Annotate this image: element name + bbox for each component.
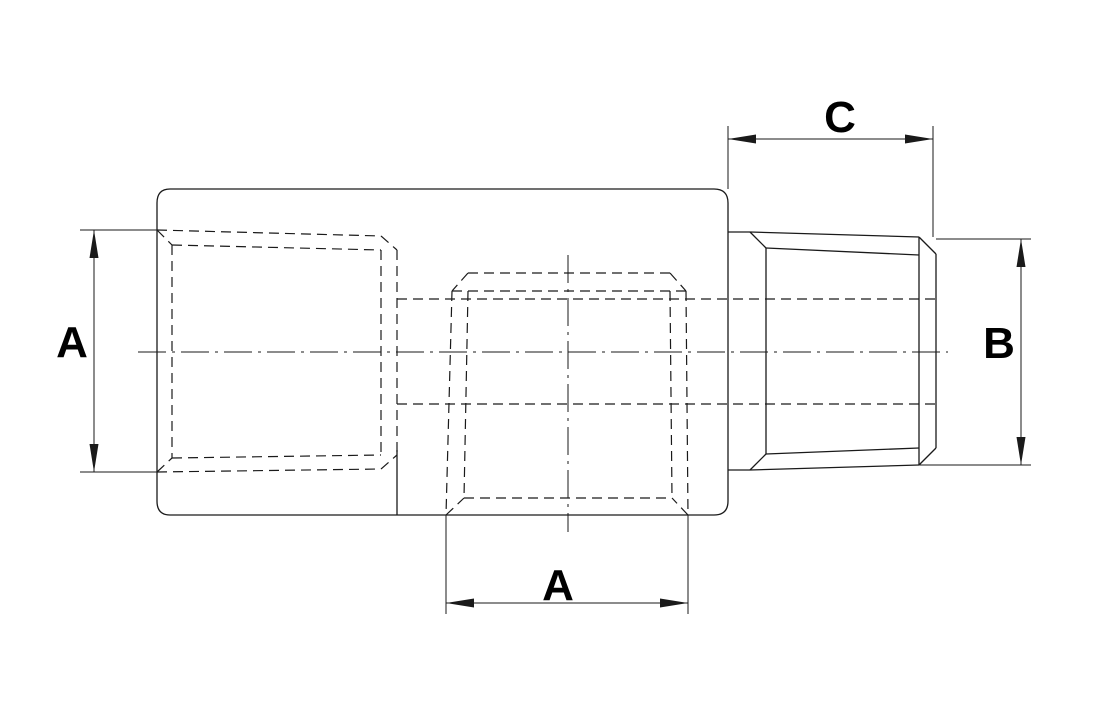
dimension-b bbox=[919, 238, 1031, 466]
through-bore-hidden-lines bbox=[397, 298, 936, 405]
dimension-c bbox=[727, 126, 934, 237]
left-port-hidden-lines bbox=[156, 229, 398, 473]
male-thread-nipple bbox=[728, 231, 937, 471]
dimension-a-left bbox=[80, 229, 157, 473]
body-outline bbox=[156, 188, 729, 516]
dimension-b-label: B bbox=[983, 319, 1015, 368]
center-lines bbox=[138, 255, 948, 532]
dimension-a-left-label: A bbox=[56, 318, 88, 367]
dimension-a-bottom bbox=[445, 515, 689, 614]
dimension-a-bottom-label: A bbox=[542, 561, 574, 610]
center-port-hidden-lines bbox=[445, 272, 689, 516]
dimension-c-label: C bbox=[824, 93, 856, 142]
